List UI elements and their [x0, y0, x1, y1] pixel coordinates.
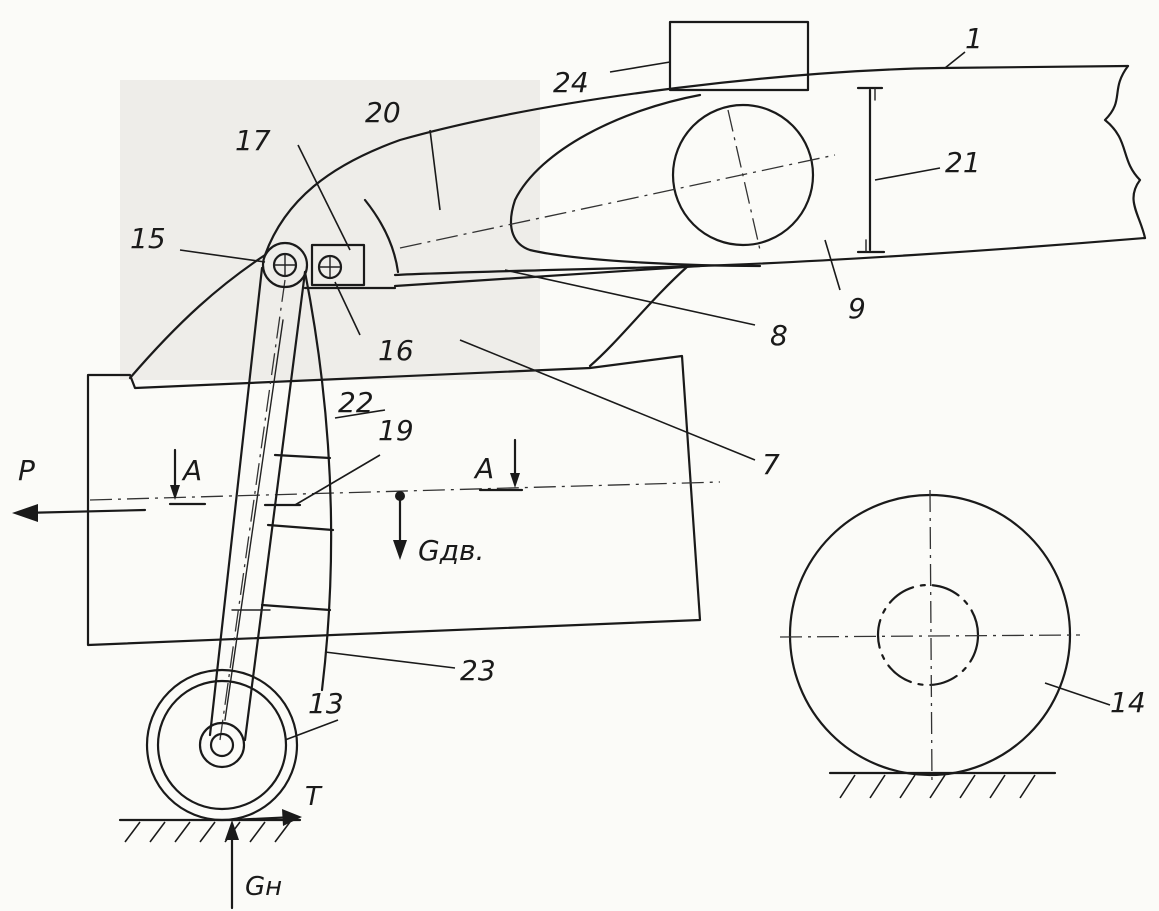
- traction-label: T: [305, 782, 323, 812]
- nose-wheel: [145, 668, 299, 822]
- label-1: 1: [965, 22, 983, 55]
- curved-shield: [260, 270, 335, 692]
- label-24: 24: [553, 66, 589, 99]
- label-21: 21: [945, 146, 981, 179]
- pylon: [303, 264, 702, 368]
- ground-main-wheel: [828, 771, 1057, 799]
- hinge-15: [261, 241, 309, 289]
- label-19: 19: [378, 414, 414, 447]
- box-24: [668, 20, 810, 92]
- thrust-axis: [89, 481, 721, 501]
- nacelle-fairing: [128, 253, 267, 380]
- thrust-force-arrow: [12, 504, 147, 522]
- label-13: 13: [308, 687, 344, 720]
- weight-label: Gдв.: [418, 534, 484, 567]
- label-16: 16: [378, 334, 414, 367]
- label-14: 14: [1110, 686, 1146, 719]
- section-marker-left: [168, 448, 207, 506]
- label-23: 23: [460, 654, 496, 687]
- main-wheel: [779, 489, 1081, 786]
- spar-section: [399, 86, 886, 268]
- section-label-right: A: [473, 452, 494, 485]
- ground-reaction-arrow: [225, 820, 239, 910]
- label-9: 9: [848, 292, 866, 325]
- section-marker-right: [478, 438, 524, 492]
- section-label-left: A: [181, 454, 202, 487]
- hinge-16: [310, 243, 366, 287]
- fairing-edge: [363, 198, 400, 274]
- leader-lines: [179, 51, 1111, 741]
- label-20: 20: [365, 96, 401, 129]
- thrust-label: P: [18, 454, 35, 487]
- traction-arrow: [230, 809, 302, 826]
- ground-nose-wheel: [118, 818, 302, 843]
- label-22: 22: [338, 386, 374, 419]
- paper-shading: [120, 80, 540, 380]
- ground-reaction-label: Gн: [245, 872, 282, 902]
- label-17: 17: [235, 124, 271, 157]
- label-8: 8: [770, 319, 788, 352]
- label-15: 15: [130, 222, 166, 255]
- engine-nacelle: [86, 354, 702, 647]
- weight-force-arrow: [393, 494, 407, 560]
- label-7: 7: [762, 448, 780, 481]
